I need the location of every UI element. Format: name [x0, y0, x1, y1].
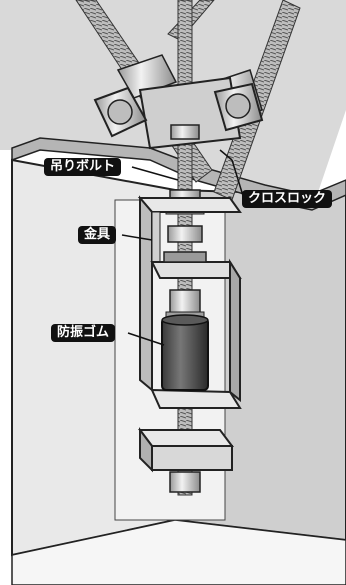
leader-lines [121, 149, 245, 346]
vibration-rubber [161, 314, 209, 391]
lower-plate [138, 427, 234, 493]
hanger-bolt [177, 0, 193, 496]
bracket-label: 金具 [78, 226, 117, 244]
c-bracket [137, 195, 242, 409]
cross-lock-label: クロスロック [242, 190, 333, 208]
bolt-nuts [163, 225, 207, 319]
hanger-bolt-label: 吊りボルト [44, 158, 122, 176]
cross-lock-clamp [93, 54, 264, 150]
vibration-rubber-label: 防振ゴム [51, 324, 116, 342]
